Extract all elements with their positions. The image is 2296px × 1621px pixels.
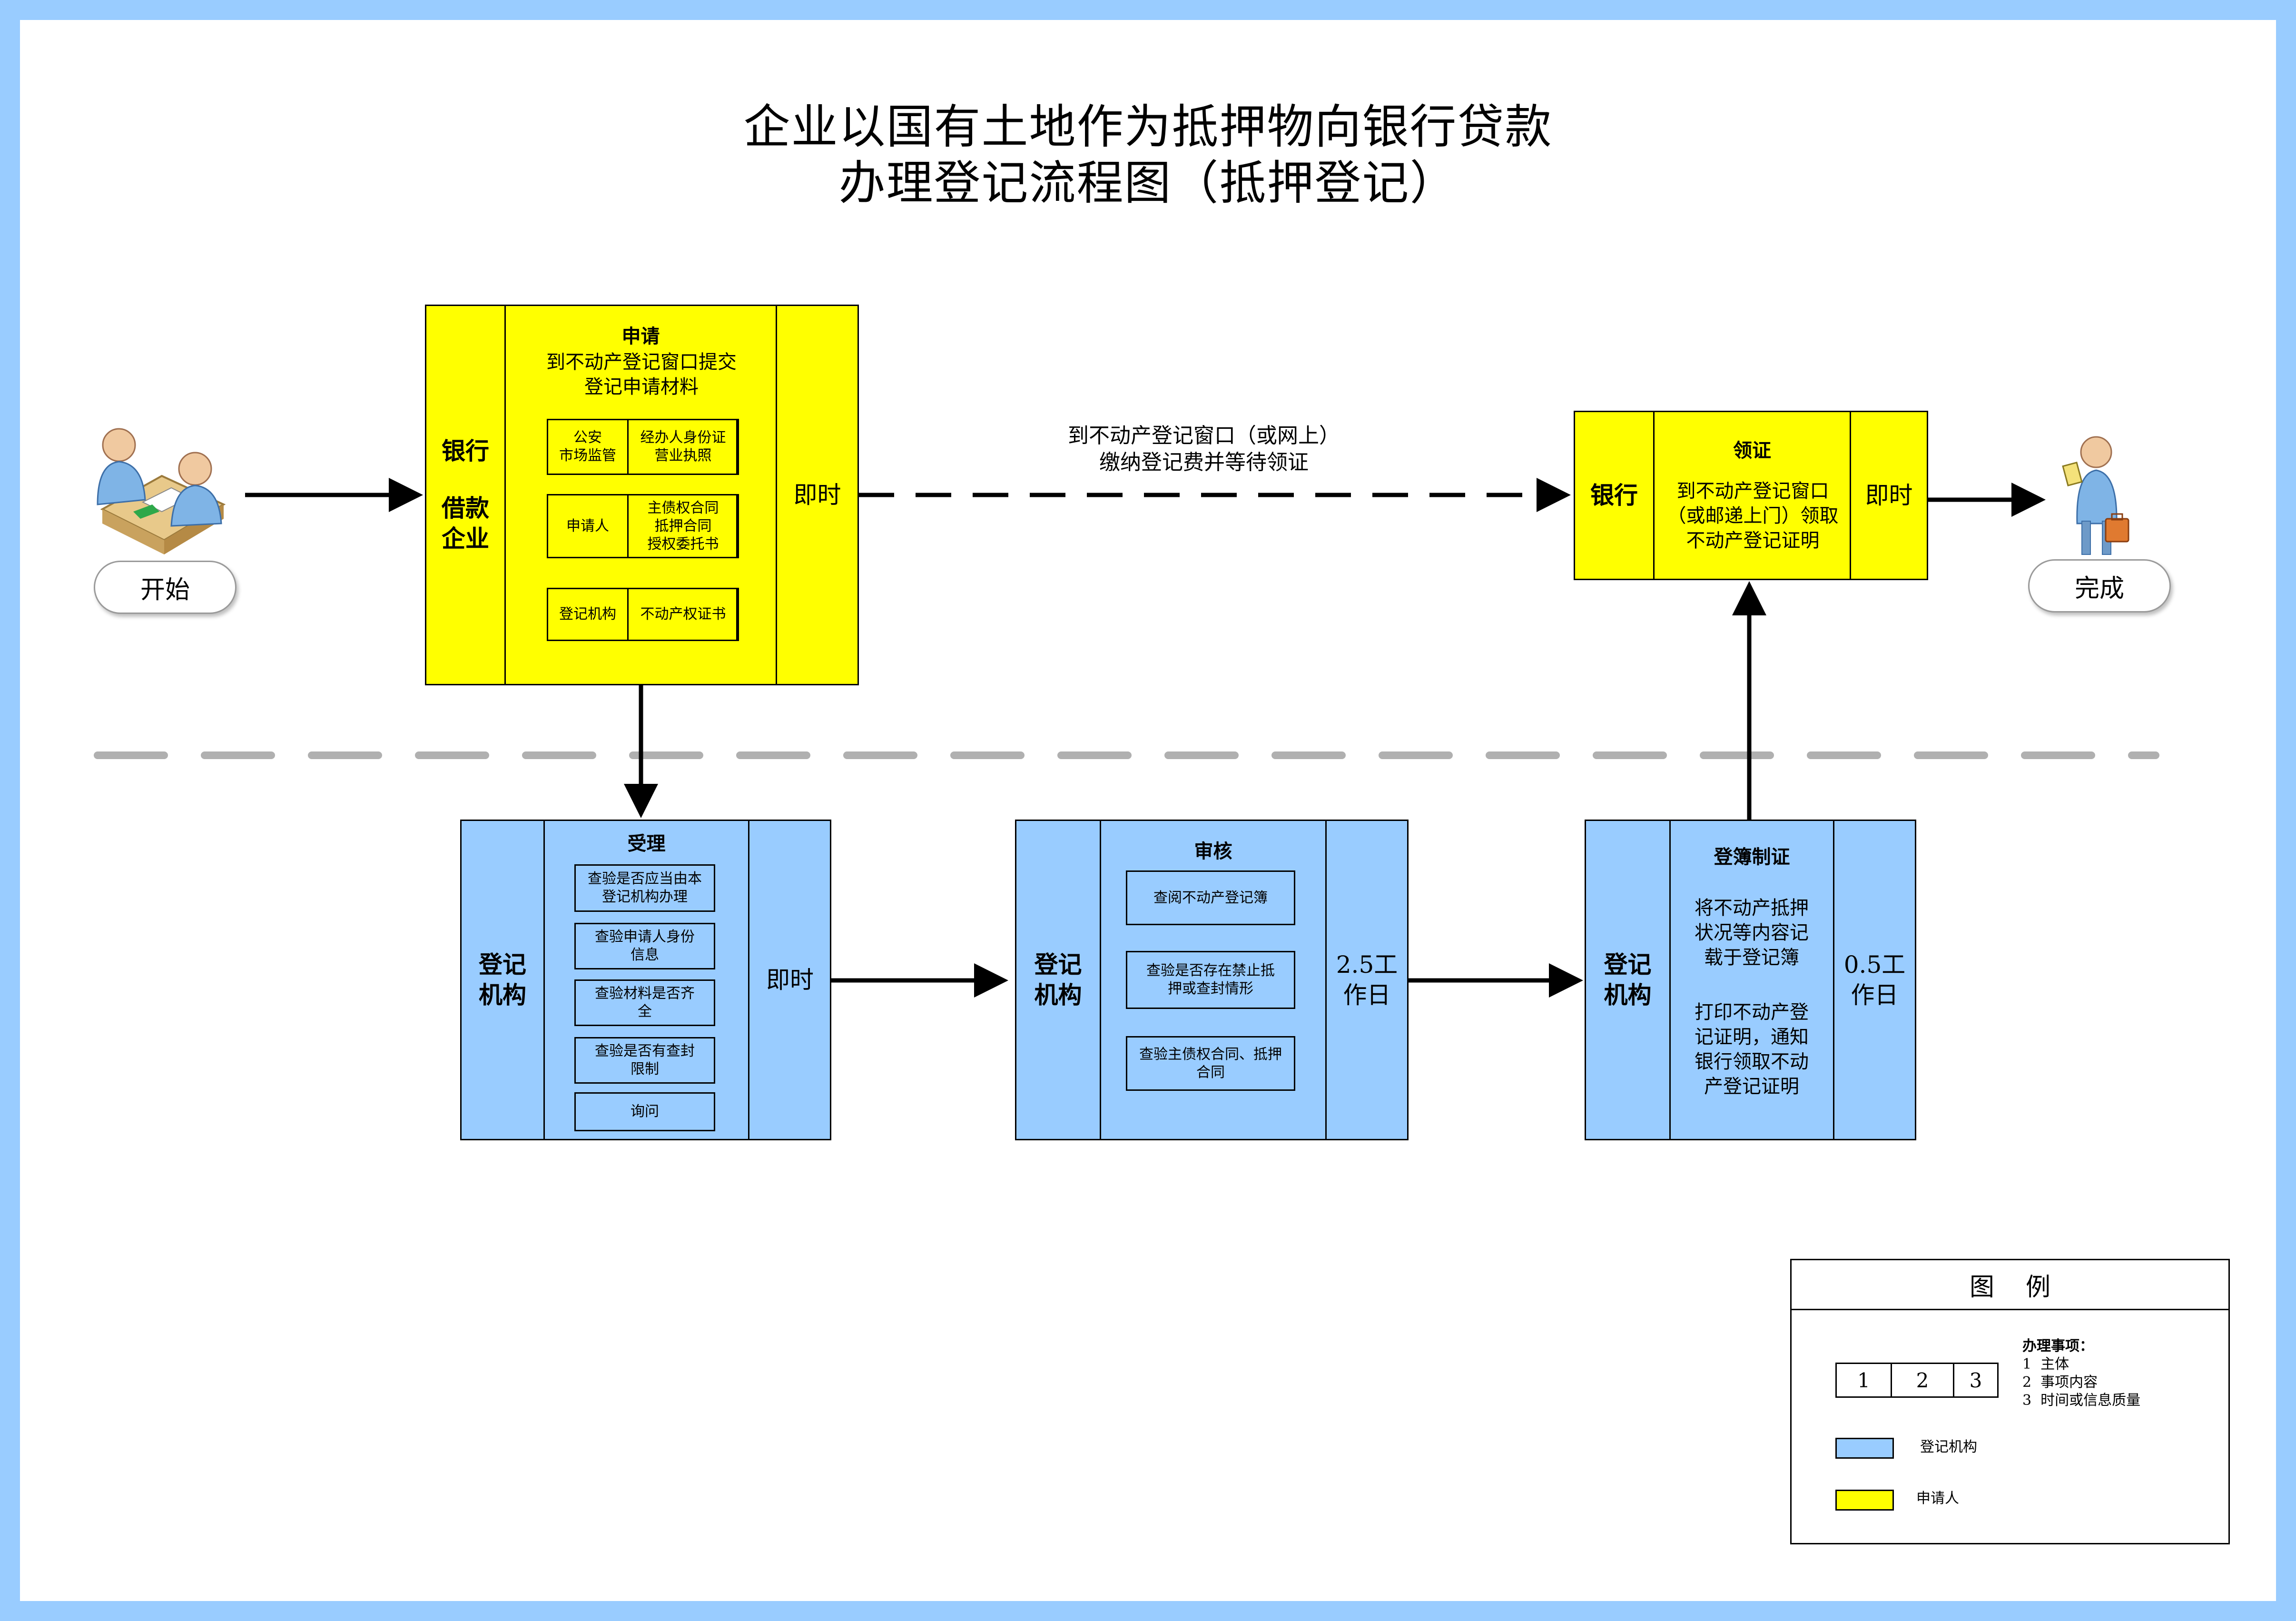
- apply-material-row-2: 申请人 主债权合同 抵押合同 授权委托书: [547, 494, 739, 558]
- review-content: 审核 查阅不动产登记簿 查验是否存在禁止抵押或查封情形 查验主债权合同、抵押合同: [1101, 821, 1327, 1139]
- review-time: 2.5工作日: [1327, 821, 1407, 1139]
- accept-check-2: 查验申请人身份信息: [574, 923, 715, 969]
- legend-yellow-swatch: [1835, 1490, 1894, 1511]
- apply-row-1-source: 公安 市场监管: [547, 419, 629, 475]
- apply-row-3-source: 登记机构: [547, 588, 629, 641]
- review-check-2: 查验是否存在禁止抵押或查封情形: [1126, 951, 1295, 1009]
- legend-items-title: 办理事项：: [2022, 1338, 2094, 1354]
- finish-node: 完成: [2028, 559, 2171, 613]
- apply-material-row-3: 登记机构 不动产权证书: [547, 588, 739, 641]
- apply-time: 即时: [793, 481, 841, 509]
- legend-item-sample: 1 2 3: [1835, 1363, 1999, 1398]
- start-node: 开始: [94, 561, 236, 614]
- collect-actor: 银行: [1575, 412, 1655, 579]
- apply-actor-line-2: 借款: [442, 494, 489, 522]
- register-content: 登簿制证 将不动产抵押状况等内容记载于登记簿 打印不动产登记证明，通知银行领取不…: [1671, 821, 1834, 1139]
- register-step: 登记机构 登簿制证 将不动产抵押状况等内容记载于登记簿 打印不动产登记证明，通知…: [1585, 820, 1916, 1140]
- accept-check-5: 询问: [574, 1092, 715, 1131]
- apply-description: 到不动产登记窗口提交登记申请材料: [546, 351, 737, 398]
- collect-heading: 领证: [1733, 439, 1771, 462]
- legend-item-1: 1 主体: [2022, 1356, 2069, 1373]
- review-check-3: 查验主债权合同、抵押合同: [1126, 1036, 1295, 1091]
- person-with-briefcase-icon: [2062, 436, 2129, 555]
- register-time-label: 0.5工作日: [1843, 951, 1906, 1009]
- review-actor-label: 登记机构: [1034, 950, 1082, 1009]
- fee-note-line-2: 缴纳登记费并等待领证: [1099, 450, 1309, 474]
- apply-step: 银行 借款 企业 申请 到不动产登记窗口提交登记申请材料 公安 市场监管 经办人…: [425, 305, 859, 685]
- apply-row-1-material: 经办人身份证 营业执照: [627, 419, 739, 475]
- register-print-text: 打印不动产登记证明，通知银行领取不动产登记证明: [1695, 1001, 1809, 1097]
- collect-step: 银行 领证 到不动产登记窗口（或邮递上门）领取不动产登记证明 即时: [1574, 411, 1928, 580]
- fee-note: 到不动产登记窗口（或网上） 缴纳登记费并等待领证: [1023, 423, 1385, 476]
- apply-material-row-1: 公安 市场监管 经办人身份证 营业执照: [547, 419, 739, 475]
- accept-content: 受理 查验是否应当由本登记机构办理 查验申请人身份信息 查验材料是否齐全 查验是…: [545, 821, 749, 1139]
- review-time-label: 2.5工作日: [1336, 951, 1398, 1009]
- legend: 图 例 1 2 3 办理事项： 1 主体 2 事项内容 3 时间或信息质量 登记…: [1790, 1259, 2230, 1544]
- accept-actor: 登记机构: [462, 821, 545, 1139]
- register-actor-label: 登记机构: [1604, 950, 1652, 1009]
- collect-description: 到不动产登记窗口（或邮递上门）领取不动产登记证明: [1667, 480, 1839, 552]
- accept-check-3: 查验材料是否齐全: [574, 979, 715, 1026]
- apply-heading: 申请: [621, 325, 660, 347]
- apply-row-2-material: 主债权合同 抵押合同 授权委托书: [627, 494, 739, 558]
- register-record-text: 将不动产抵押状况等内容记载于登记簿: [1695, 897, 1809, 969]
- review-heading: 审核: [1194, 840, 1232, 862]
- page-title-line-2: 办理登记流程图（抵押登记）: [838, 156, 1458, 210]
- review-step: 登记机构 审核 查阅不动产登记簿 查验是否存在禁止抵押或查封情形 查验主债权合同…: [1015, 820, 1409, 1140]
- legend-cell-2: 2: [1892, 1364, 1954, 1396]
- legend-yellow-label: 申请人: [1916, 1490, 1959, 1507]
- review-check-1: 查阅不动产登记簿: [1126, 870, 1295, 925]
- legend-blue-swatch: [1835, 1438, 1894, 1459]
- fee-note-line-1: 到不动产登记窗口（或网上）: [1068, 424, 1340, 448]
- legend-items: 办理事项： 1 主体 2 事项内容 3 时间或信息质量: [2022, 1337, 2222, 1410]
- accept-actor-label: 登记机构: [479, 950, 526, 1009]
- page-title-line-1: 企业以国有土地作为抵押物向银行贷款: [743, 100, 1553, 154]
- review-actor: 登记机构: [1016, 821, 1101, 1139]
- collect-time: 即时: [1865, 482, 1913, 509]
- apply-actor: 银行 借款 企业: [426, 306, 506, 684]
- legend-title: 图 例: [1792, 1260, 2228, 1310]
- apply-content: 申请 到不动产登记窗口提交登记申请材料 公安 市场监管 经办人身份证 营业执照 …: [506, 306, 777, 684]
- apply-actor-line-3: 企业: [442, 524, 489, 553]
- legend-item-3: 3 时间或信息质量: [2022, 1392, 2141, 1409]
- legend-cell-1: 1: [1837, 1364, 1892, 1396]
- apply-actor-line-1: 银行: [442, 437, 489, 465]
- meeting-people-icon: [97, 428, 226, 554]
- accept-check-1: 查验是否应当由本登记机构办理: [574, 864, 715, 912]
- register-actor: 登记机构: [1586, 821, 1671, 1139]
- accept-step: 登记机构 受理 查验是否应当由本登记机构办理 查验申请人身份信息 查验材料是否齐…: [460, 820, 831, 1140]
- apply-row-2-source: 申请人: [547, 494, 629, 558]
- apply-row-3-material: 不动产权证书: [627, 588, 739, 641]
- accept-heading: 受理: [627, 832, 666, 855]
- legend-cell-3: 3: [1969, 1368, 1982, 1392]
- accept-check-4: 查验是否有查封限制: [574, 1037, 715, 1084]
- legend-item-2: 2 事项内容: [2022, 1374, 2098, 1391]
- register-heading: 登簿制证: [1714, 846, 1790, 868]
- collect-content: 领证 到不动产登记窗口（或邮递上门）领取不动产登记证明: [1655, 412, 1851, 579]
- legend-blue-label: 登记机构: [1920, 1439, 1977, 1455]
- accept-time: 即时: [766, 966, 814, 994]
- register-time: 0.5工作日: [1834, 821, 1915, 1139]
